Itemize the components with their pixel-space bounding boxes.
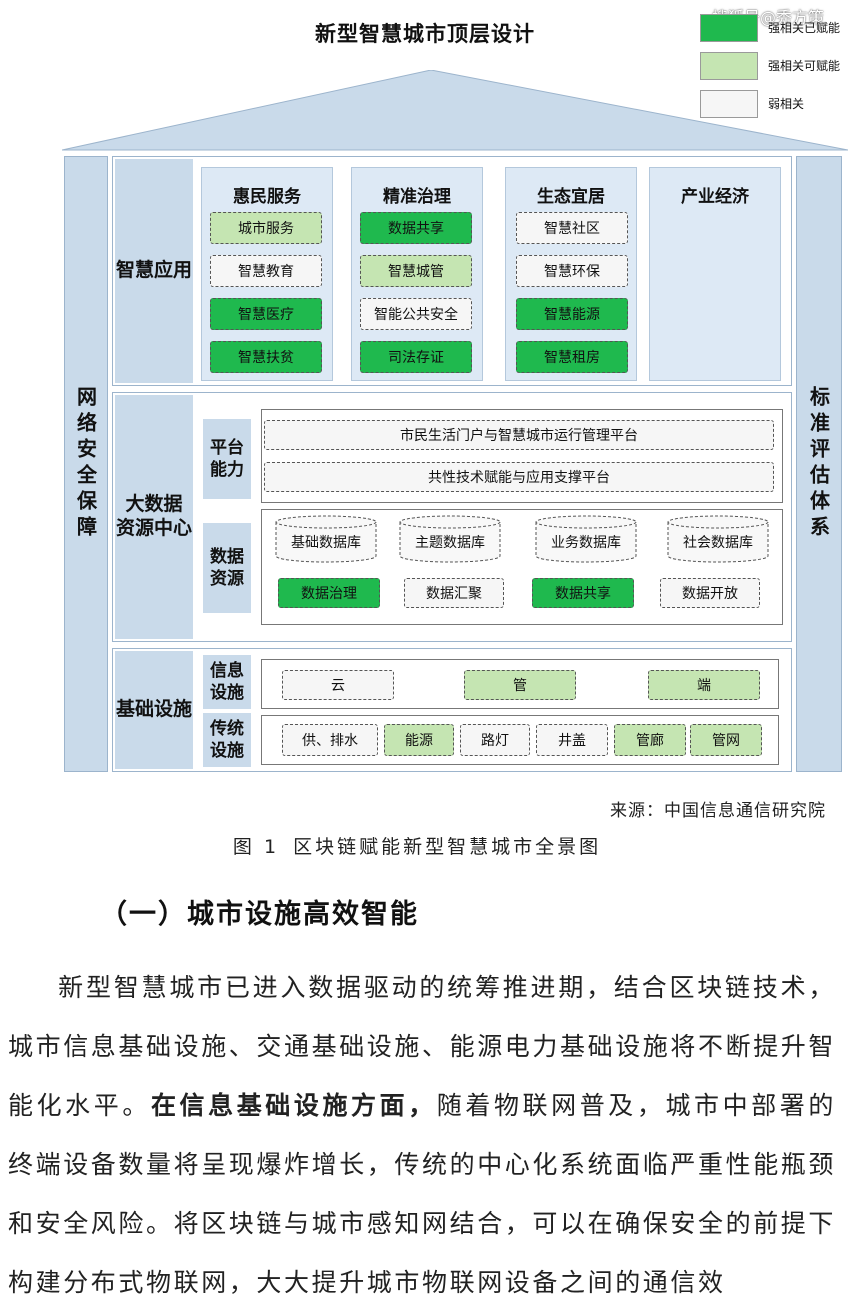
legend-label: 弱相关 bbox=[768, 97, 805, 111]
label-line: 设施 bbox=[210, 683, 244, 703]
app-item: 司法存证 bbox=[360, 341, 472, 373]
big-data-label: 大数据 资源中心 bbox=[115, 395, 193, 639]
platform-frame: 市民生活门户与智慧城市运行管理平台 共性技术赋能与应用支撑平台 bbox=[261, 409, 783, 503]
database-label: 业务数据库 bbox=[551, 535, 621, 551]
body-paragraph: 新型智慧城市已进入数据驱动的统筹推进期，结合区块链技术，城市信息基础设施、交通基… bbox=[8, 958, 836, 1312]
infra-item: 管廊 bbox=[614, 724, 686, 756]
platform-item: 共性技术赋能与应用支撑平台 bbox=[264, 462, 774, 492]
column-ecological-livability: 生态宜居 智慧社区 智慧环保 智慧能源 智慧租房 bbox=[505, 167, 637, 381]
info-facilities-label: 信息 设施 bbox=[203, 655, 251, 709]
figure-source: 来源：中国信息通信研究院 bbox=[610, 801, 826, 821]
infra-item: 能源 bbox=[384, 724, 454, 756]
data-frame: 基础数据库 主题数据库 业务数据库 社会数据库 数据治理 数据汇聚 数据共享 数… bbox=[261, 509, 783, 625]
caption-text: 区块链赋能新型智慧城市全景图 bbox=[293, 836, 602, 858]
big-data-label-line: 大数据 bbox=[125, 493, 183, 516]
traditional-facilities-frame: 供、排水 能源 路灯 井盖 管廊 管网 bbox=[261, 715, 779, 765]
database-cylinder: 基础数据库 bbox=[274, 514, 378, 564]
figure-title: 新型智慧城市顶层设计 bbox=[315, 22, 535, 46]
smart-apps-label: 智慧应用 bbox=[115, 159, 193, 383]
label-line: 设施 bbox=[210, 741, 244, 761]
database-icon bbox=[399, 515, 501, 563]
legend-label: 强相关已赋能 bbox=[768, 21, 841, 35]
app-item: 智慧医疗 bbox=[210, 298, 322, 330]
app-item: 智慧扶贫 bbox=[210, 341, 322, 373]
column-precise-governance: 精准治理 数据共享 智慧城管 智能公共安全 司法存证 bbox=[351, 167, 483, 381]
legend-item-strong-potential: 强相关可赋能 bbox=[700, 52, 846, 80]
infra-item: 云 bbox=[282, 670, 394, 700]
infra-item: 路灯 bbox=[460, 724, 530, 756]
database-label: 基础数据库 bbox=[291, 535, 361, 551]
figure-caption: 图 1 区块链赋能新型智慧城市全景图 bbox=[0, 832, 848, 859]
big-data-label-line: 资源中心 bbox=[115, 517, 192, 539]
column-title: 精准治理 bbox=[383, 187, 451, 207]
infra-item: 端 bbox=[648, 670, 760, 700]
infra-item: 供、排水 bbox=[282, 724, 378, 756]
big-data-band: 大数据 资源中心 平台 能力 市民生活门户与智慧城市运行管理平台 共性技术赋能与… bbox=[112, 392, 792, 642]
label-line: 传统 bbox=[210, 718, 244, 739]
column-title: 生态宜居 bbox=[537, 187, 605, 207]
column-industrial-economy: 产业经济 bbox=[649, 167, 781, 381]
data-op-item: 数据开放 bbox=[660, 578, 760, 608]
column-public-services: 惠民服务 城市服务 智慧教育 智慧医疗 智慧扶贫 bbox=[201, 167, 333, 381]
standards-evaluation-label: 标准评估体系 bbox=[806, 386, 831, 542]
data-op-item: 数据汇聚 bbox=[404, 578, 504, 608]
data-resources-label: 数据 资源 bbox=[203, 523, 251, 613]
database-icon bbox=[535, 515, 637, 563]
database-cylinder: 主题数据库 bbox=[398, 514, 502, 564]
legend-swatch bbox=[700, 14, 758, 42]
database-icon bbox=[667, 515, 769, 563]
database-icon bbox=[275, 515, 377, 563]
paragraph-bold-text: 在信息基础设施方面， bbox=[150, 1091, 437, 1120]
app-item: 智慧能源 bbox=[516, 298, 628, 330]
database-cylinder: 业务数据库 bbox=[534, 514, 638, 564]
database-cylinder: 社会数据库 bbox=[666, 514, 770, 564]
column-title: 产业经济 bbox=[681, 187, 749, 207]
app-item: 城市服务 bbox=[210, 212, 322, 244]
label-line: 信息 bbox=[210, 660, 244, 681]
database-label: 主题数据库 bbox=[415, 535, 485, 551]
app-item: 智慧租房 bbox=[516, 341, 628, 373]
infra-item: 管 bbox=[464, 670, 576, 700]
info-facilities-frame: 云 管 端 bbox=[261, 659, 779, 709]
legend-item-strong-enabled: 强相关已赋能 bbox=[700, 14, 846, 42]
data-op-item: 数据共享 bbox=[532, 578, 634, 608]
label-line: 数据 bbox=[210, 546, 244, 567]
database-label: 社会数据库 bbox=[683, 535, 753, 551]
label-line: 资源 bbox=[210, 569, 244, 589]
app-item: 智慧城管 bbox=[360, 255, 472, 287]
app-item: 智慧社区 bbox=[516, 212, 628, 244]
infrastructure-band: 基础设施 信息 设施 云 管 端 传统 设施 供、排水 能源 路灯 井盖 管廊 … bbox=[112, 648, 792, 772]
app-item: 智慧环保 bbox=[516, 255, 628, 287]
data-op-item: 数据治理 bbox=[278, 578, 380, 608]
platform-capability-label: 平台 能力 bbox=[203, 419, 251, 499]
infra-item: 管网 bbox=[690, 724, 762, 756]
roof-shape bbox=[62, 70, 848, 151]
infrastructure-label: 基础设施 bbox=[115, 651, 193, 769]
label-line: 平台 bbox=[210, 437, 244, 458]
traditional-facilities-label: 传统 设施 bbox=[203, 713, 251, 767]
legend-label: 强相关可赋能 bbox=[768, 59, 841, 73]
infra-item: 井盖 bbox=[536, 724, 608, 756]
caption-number: 图 1 bbox=[232, 836, 280, 858]
network-security-column: 网络安全保障 bbox=[64, 156, 108, 772]
smart-apps-band: 智慧应用 惠民服务 城市服务 智慧教育 智慧医疗 智慧扶贫 精准治理 数据共享 … bbox=[112, 156, 792, 386]
legend-swatch bbox=[700, 90, 758, 118]
app-item: 智能公共安全 bbox=[360, 298, 472, 330]
app-item: 数据共享 bbox=[360, 212, 472, 244]
column-title: 惠民服务 bbox=[233, 187, 301, 207]
standards-evaluation-column: 标准评估体系 bbox=[796, 156, 842, 772]
legend-swatch bbox=[700, 52, 758, 80]
app-item: 智慧教育 bbox=[210, 255, 322, 287]
paragraph-text: 随着物联网普及，城市中部署的终端设备数量将呈现爆炸增长，传统的中心化系统面临严重… bbox=[8, 1091, 837, 1297]
section-heading: （一）城市设施高效智能 bbox=[100, 899, 419, 930]
legend-item-weak: 弱相关 bbox=[700, 90, 846, 118]
label-line: 能力 bbox=[210, 460, 244, 480]
network-security-label: 网络安全保障 bbox=[73, 386, 98, 542]
figure: 新型智慧城市顶层设计 搜狐号@秀方策 强相关已赋能 强相关可赋能 弱相关 网络安… bbox=[62, 8, 848, 772]
platform-item: 市民生活门户与智慧城市运行管理平台 bbox=[264, 420, 774, 450]
paragraph-text: 新型智慧城市已进入数据驱动的统筹推进期，结合区块链技术，城市信息基础设施、交通基… bbox=[8, 973, 837, 1120]
